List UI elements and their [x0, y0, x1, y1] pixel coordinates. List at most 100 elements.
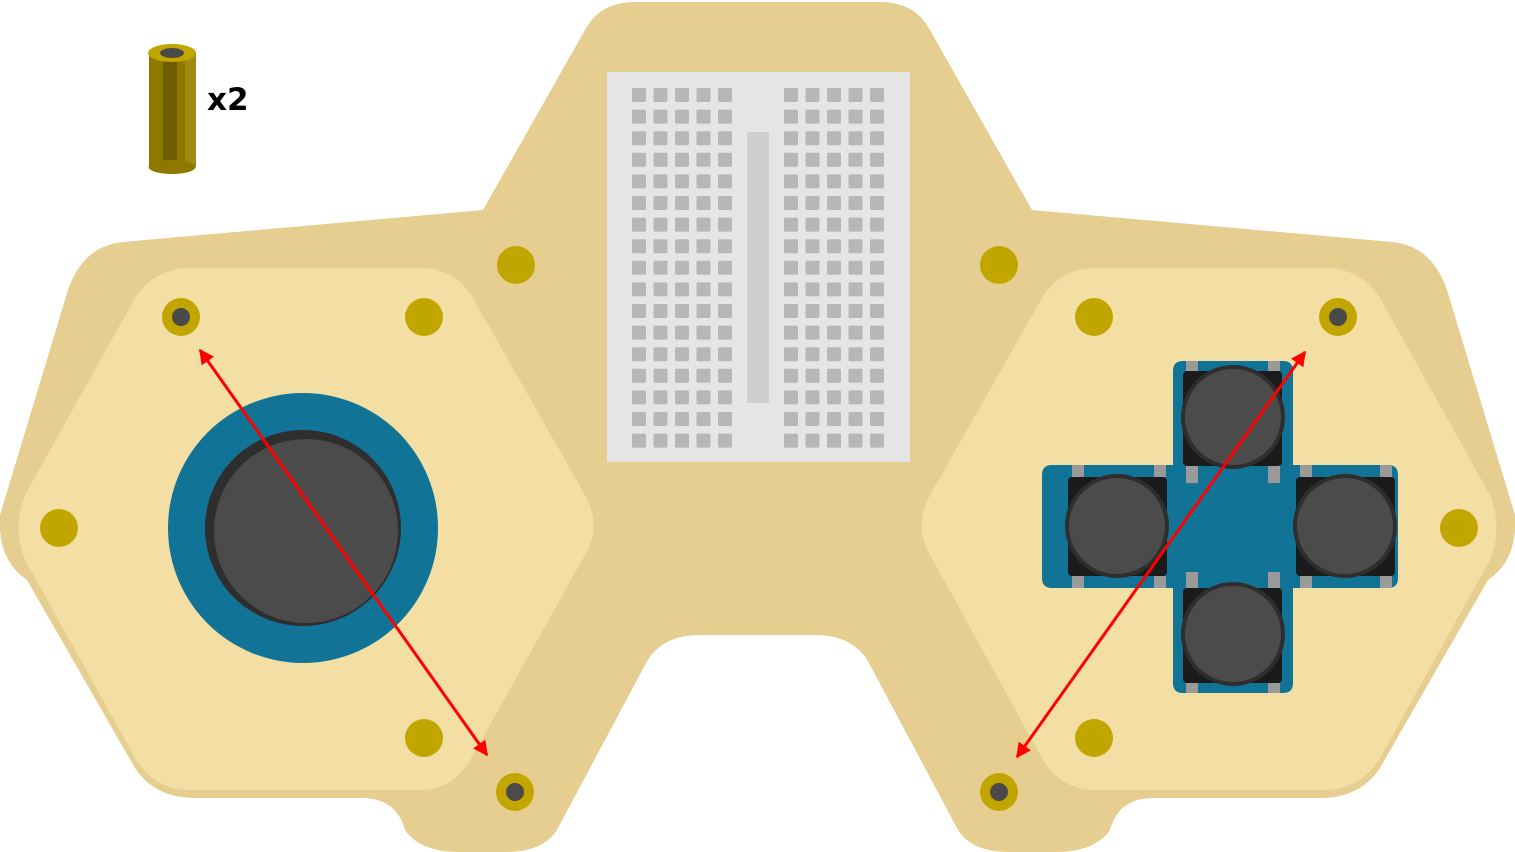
breadboard-hole-right: [805, 260, 820, 275]
breadboard-hole-right: [805, 433, 820, 448]
breadboard-hole-right: [784, 412, 798, 426]
breadboard-hole-right: [870, 347, 884, 362]
double-headed-arrow-icon: [198, 348, 489, 757]
breadboard-hole-left: [632, 412, 646, 426]
breadboard-hole-left: [718, 260, 732, 275]
breadboard-hole-left: [718, 239, 732, 254]
breadboard-hole-right: [805, 347, 820, 362]
breadboard-hole-left: [653, 174, 668, 189]
breadboard-hole-left: [718, 88, 732, 102]
screw-core-icon: [1329, 308, 1347, 326]
breadboard-hole-right: [805, 131, 820, 146]
breadboard-hole-left: [675, 412, 689, 426]
breadboard-hole-right: [848, 390, 863, 405]
breadboard-hole-right: [848, 131, 863, 146]
breadboard-hole-right: [805, 217, 820, 232]
breadboard-hole-right: [805, 304, 820, 318]
breadboard-hole-left: [653, 109, 668, 124]
breadboard-hole-left: [632, 88, 646, 102]
analog-joystick-icon: [168, 393, 438, 663]
breadboard-hole-left: [632, 131, 646, 146]
breadboard-hole-left: [653, 368, 668, 383]
breadboard-holes-left: [632, 88, 732, 448]
breadboard-hole-left: [632, 152, 646, 167]
breadboard-hole-right: [848, 433, 863, 448]
breadboard-hole-left: [653, 239, 668, 254]
breadboard-hole-right: [827, 325, 841, 340]
breadboard-hole-left: [718, 282, 732, 297]
breadboard-hole-left: [718, 368, 732, 383]
breadboard-hole-left: [696, 239, 711, 254]
breadboard-hole-right: [784, 239, 798, 254]
spacer-quantity-label: x2: [207, 82, 249, 118]
breadboard-hole-left: [653, 88, 668, 102]
breadboard-hole-right: [805, 412, 820, 426]
breadboard-hole-left: [675, 88, 689, 102]
breadboard-hole-left: [718, 131, 732, 146]
breadboard-hole-right: [827, 152, 841, 167]
breadboard-hole-left: [653, 217, 668, 232]
left-plate-hole-left: [40, 509, 78, 547]
breadboard-hole-right: [784, 131, 798, 146]
breadboard-hole-right: [848, 412, 863, 426]
breadboard-hole-left: [632, 325, 646, 340]
breadboard-hole-right: [827, 239, 841, 254]
breadboard-hole-left: [696, 152, 711, 167]
breadboard-hole-left: [696, 131, 711, 146]
breadboard-hole-left: [696, 174, 711, 189]
breadboard-hole-left: [653, 347, 668, 362]
breadboard-hole-right: [805, 109, 820, 124]
breadboard-hole-right: [805, 152, 820, 167]
breadboard-hole-left: [653, 282, 668, 297]
breadboard-hole-right: [848, 152, 863, 167]
breadboard-hole-right: [848, 347, 863, 362]
breadboard-hole-left: [632, 174, 646, 189]
mount-hole-bottom-left-outer-with-screw: [496, 773, 534, 811]
breadboard-hole-left: [632, 282, 646, 297]
breadboard-hole-right: [848, 217, 863, 232]
breadboard-hole-left: [653, 412, 668, 426]
mount-hole-top-right-outer: [980, 246, 1018, 284]
breadboard-hole-left: [632, 433, 646, 448]
breadboard-hole-right: [870, 239, 884, 254]
breadboard-hole-right: [784, 174, 798, 189]
breadboard-hole-left: [718, 325, 732, 340]
breadboard-hole-right: [827, 109, 841, 124]
breadboard-hole-right: [870, 196, 884, 210]
breadboard-hole-left: [718, 174, 732, 189]
breadboard-hole-right: [805, 174, 820, 189]
breadboard-hole-right: [827, 347, 841, 362]
breadboard-hole-left: [632, 260, 646, 275]
breadboard-hole-right: [848, 239, 863, 254]
right-plate-hole-top-right-with-screw: [1319, 298, 1357, 336]
breadboard-hole-right: [784, 282, 798, 297]
screw-core-icon: [172, 308, 190, 326]
breadboard-hole-left: [696, 390, 711, 405]
breadboard-hole-left: [675, 347, 689, 362]
breadboard-hole-left: [653, 325, 668, 340]
breadboard-hole-left: [653, 196, 668, 210]
screw-core-icon: [990, 783, 1008, 801]
breadboard-hole-right: [805, 282, 820, 297]
breadboard-hole-right: [827, 390, 841, 405]
breadboard-hole-right: [870, 412, 884, 426]
breadboard-hole-left: [718, 390, 732, 405]
breadboard-hole-right: [805, 368, 820, 383]
breadboard-hole-left: [632, 390, 646, 405]
breadboard-hole-left: [653, 304, 668, 318]
breadboard-hole-left: [632, 368, 646, 383]
breadboard-hole-left: [696, 433, 711, 448]
breadboard-hole-right: [827, 131, 841, 146]
breadboard-hole-right: [870, 304, 884, 318]
breadboard-hole-right: [848, 174, 863, 189]
breadboard-hole-left: [696, 217, 711, 232]
breadboard-hole-left: [675, 433, 689, 448]
screw-core-icon: [506, 783, 524, 801]
breadboard-hole-left: [696, 196, 711, 210]
breadboard-hole-right: [870, 260, 884, 275]
breadboard-hole-left: [718, 217, 732, 232]
breadboard-hole-right: [848, 109, 863, 124]
breadboard-hole-right: [784, 433, 798, 448]
breadboard-hole-right: [827, 412, 841, 426]
